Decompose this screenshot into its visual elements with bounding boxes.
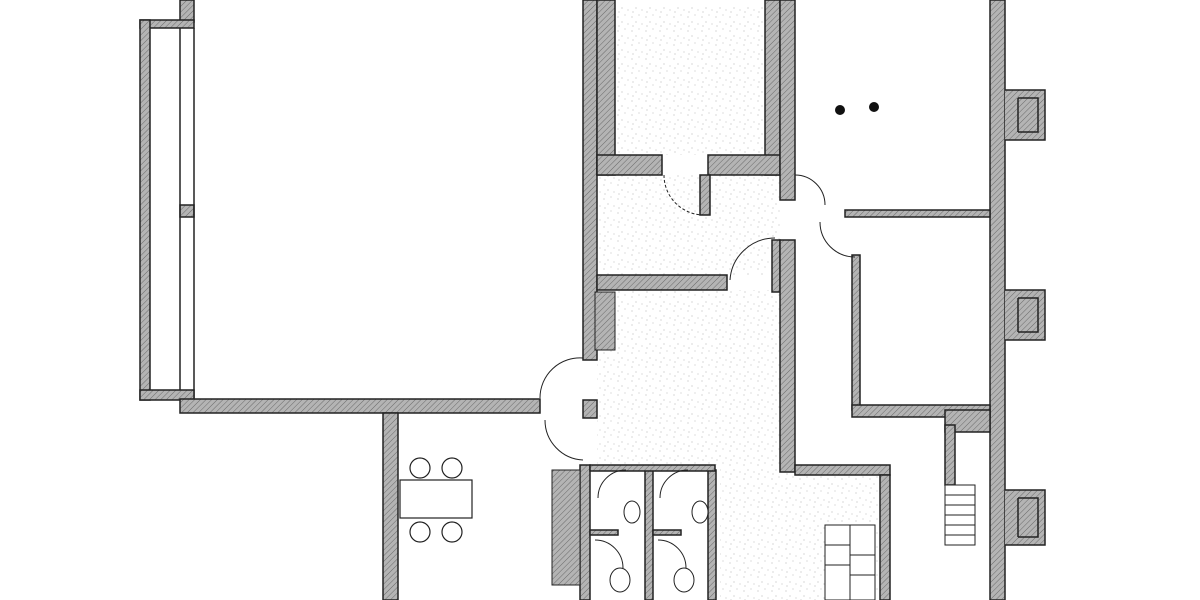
wall [596,0,616,176]
wall [139,389,195,401]
door-swing-icon [657,539,687,569]
chair-icon [409,521,431,543]
door-swing-icon [819,221,856,258]
wall [644,469,654,600]
door-swing-icon [539,357,584,399]
wall [596,154,663,176]
bay-window [1005,89,1046,141]
wall [707,154,781,176]
chair-icon [441,521,463,543]
bay-window [1005,289,1046,341]
door-swing-icon [729,237,776,281]
wall [944,424,956,486]
wall [179,204,195,218]
wall [382,412,399,600]
wall [582,399,598,419]
door-swing-icon [663,174,705,216]
wall [589,464,716,472]
dining-set [399,457,473,543]
walls [139,0,1046,600]
wall [179,398,541,414]
fixture-dot [835,105,845,115]
wall [764,0,781,176]
wall [179,0,195,23]
wall [699,174,711,216]
wall [779,0,796,201]
wall [139,19,151,401]
wall [944,409,991,433]
toilet-icon [623,500,641,524]
toilet-icon [691,500,709,524]
wall [844,209,991,218]
fixture-dot [869,102,879,112]
chair-icon [409,457,431,479]
wall [652,529,682,536]
wall [879,474,891,600]
toilets [609,500,709,593]
wall [707,469,717,600]
wall [851,254,861,411]
toilet-icon [609,567,631,593]
door-swing-icon [659,469,689,499]
kitchen-counter-icon [551,469,581,586]
wall [771,239,781,293]
dining-table-icon [399,479,473,519]
wall [579,464,591,600]
wall [596,274,728,291]
doors [539,174,856,569]
toilet-icon [673,567,695,593]
staircase-icon [594,291,976,600]
chair-icon [441,457,463,479]
speckled-floors [597,5,880,600]
wall [589,529,619,536]
wall [989,0,1006,600]
door-swing-icon [794,174,826,206]
wall [794,464,891,476]
wall [582,0,598,361]
door-swing-icon [597,469,627,499]
bay-window [1005,489,1046,546]
door-swing-icon [544,419,584,461]
wall [779,239,796,473]
door-swing-icon [594,539,624,569]
